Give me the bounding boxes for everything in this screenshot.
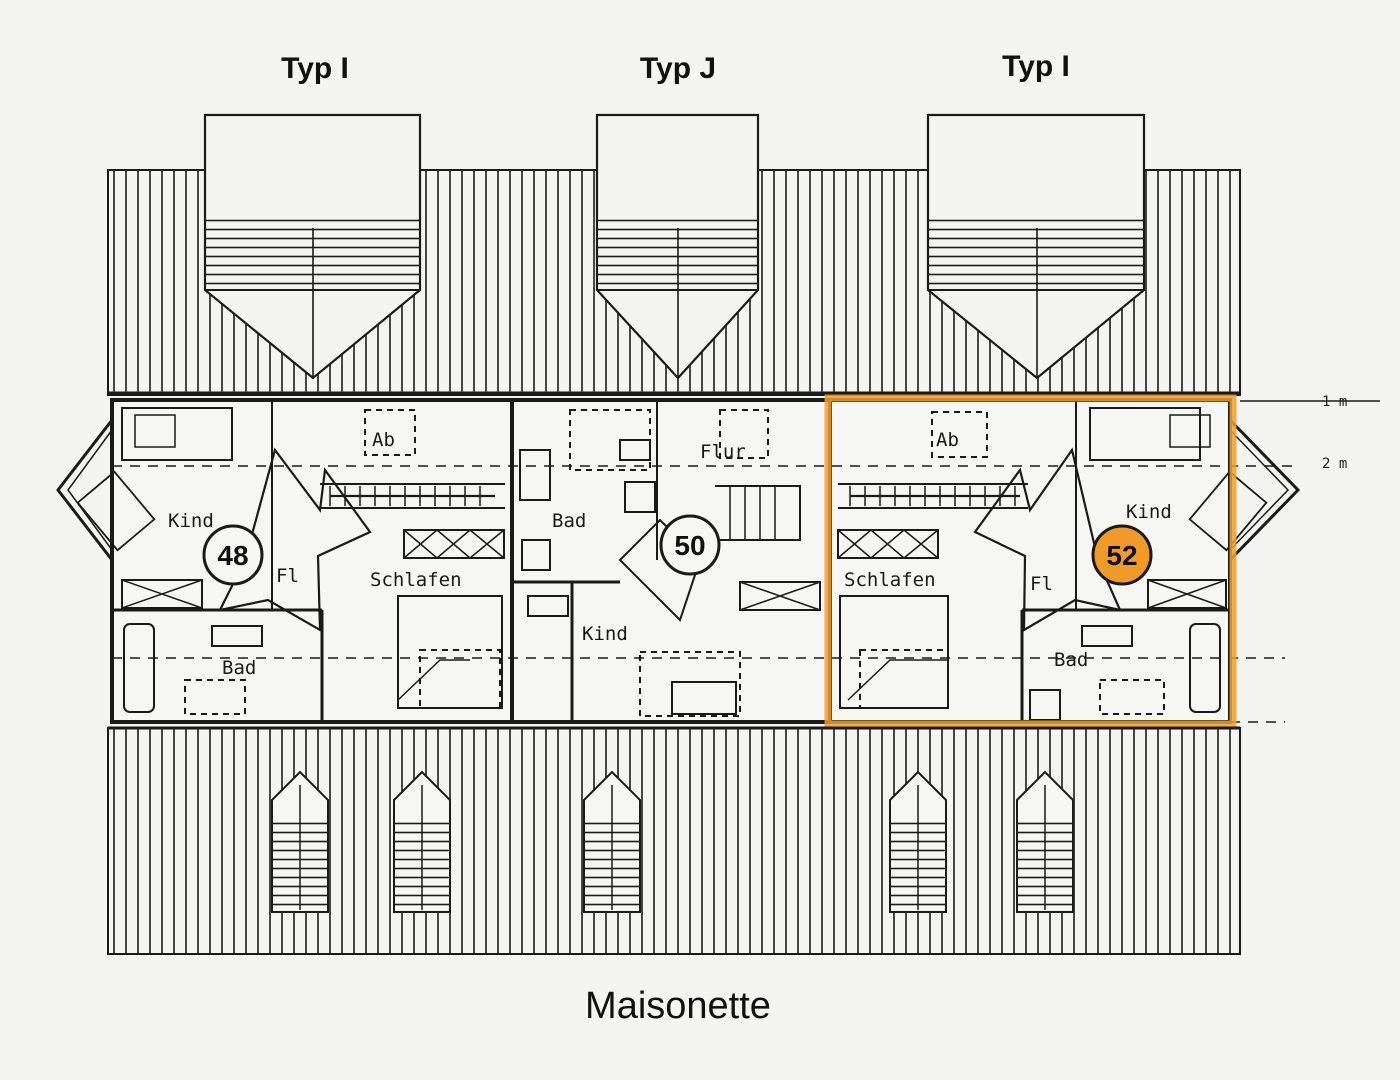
room-label: Fl xyxy=(276,565,299,587)
room-label: Kind xyxy=(582,623,628,645)
unit-52 xyxy=(837,400,1268,722)
unit-number: 48 xyxy=(217,540,248,571)
unit-52-highlight xyxy=(824,394,1237,728)
unit-badge-48: 48 xyxy=(202,524,264,586)
room-label: Bad xyxy=(1054,649,1088,671)
room-label: Flur xyxy=(700,441,746,463)
scale-mark: 1 m xyxy=(1322,394,1347,410)
unit-badge-50: 50 xyxy=(659,514,721,576)
room-label: Schlafen xyxy=(844,569,936,591)
small-dormer xyxy=(271,770,329,913)
type-label: Typ I xyxy=(281,52,349,85)
dormer xyxy=(595,113,760,380)
small-dormer xyxy=(1016,770,1074,913)
room-label: Bad xyxy=(222,657,256,679)
small-dormer xyxy=(393,770,451,913)
small-dormer xyxy=(583,770,641,913)
room-label: Schlafen xyxy=(370,569,462,591)
room-label: Bad xyxy=(552,510,586,532)
unit-badge-52: 52 xyxy=(1091,524,1153,586)
room-label: Ab xyxy=(372,429,395,451)
scale-marks: 1 m 2 m xyxy=(1322,394,1347,472)
dormer xyxy=(926,113,1146,380)
room-label: Kind xyxy=(168,510,214,532)
unit-50 xyxy=(512,400,821,722)
small-dormer xyxy=(889,770,947,913)
room-label: Kind xyxy=(1126,501,1172,523)
unit-number: 50 xyxy=(674,530,705,561)
type-label: Typ I xyxy=(1002,50,1070,83)
room-labels: Kind Fl Ab Schlafen Bad Flur Bad Kind Ab… xyxy=(168,429,1172,679)
dormer xyxy=(203,113,422,380)
unit-number: 52 xyxy=(1106,540,1137,571)
room-label: Fl xyxy=(1030,573,1053,595)
type-labels: Typ I Typ J Typ I xyxy=(281,50,1070,85)
scale-mark: 2 m xyxy=(1322,456,1347,472)
type-label: Typ J xyxy=(640,52,716,85)
diagram-caption: Maisonette xyxy=(585,985,771,1027)
room-label: Ab xyxy=(936,429,959,451)
